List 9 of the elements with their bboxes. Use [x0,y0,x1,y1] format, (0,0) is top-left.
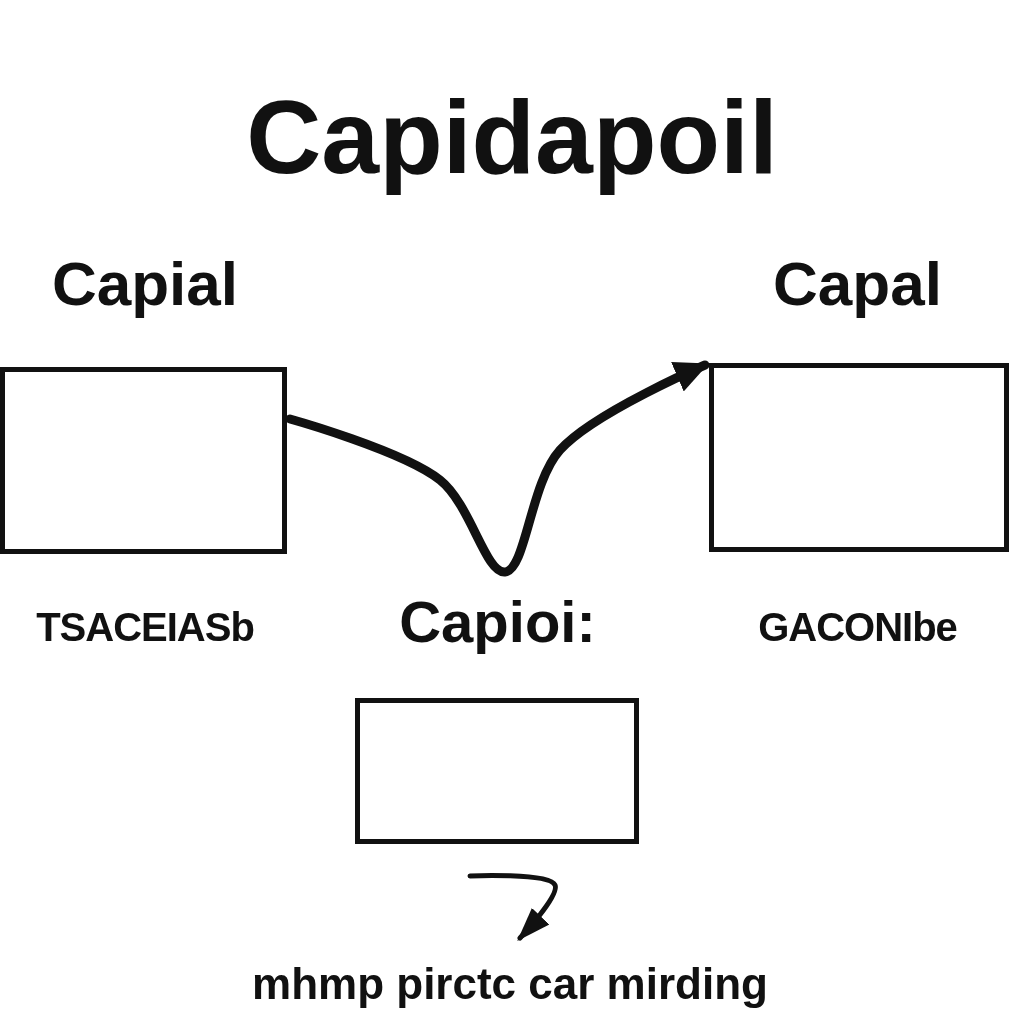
diagram-title: Capidapoil [245,80,779,195]
arrow [467,873,558,941]
box-caption: GACONIbe [757,605,958,649]
arrow [285,360,710,577]
box-heading: Capioi: [398,590,597,654]
box-heading: Capal [772,250,943,319]
caption-text: mhmp pirctc car mirding [251,960,769,1009]
box-caption: TSACEIASb [35,605,255,649]
box-heading: Capial [50,250,240,319]
